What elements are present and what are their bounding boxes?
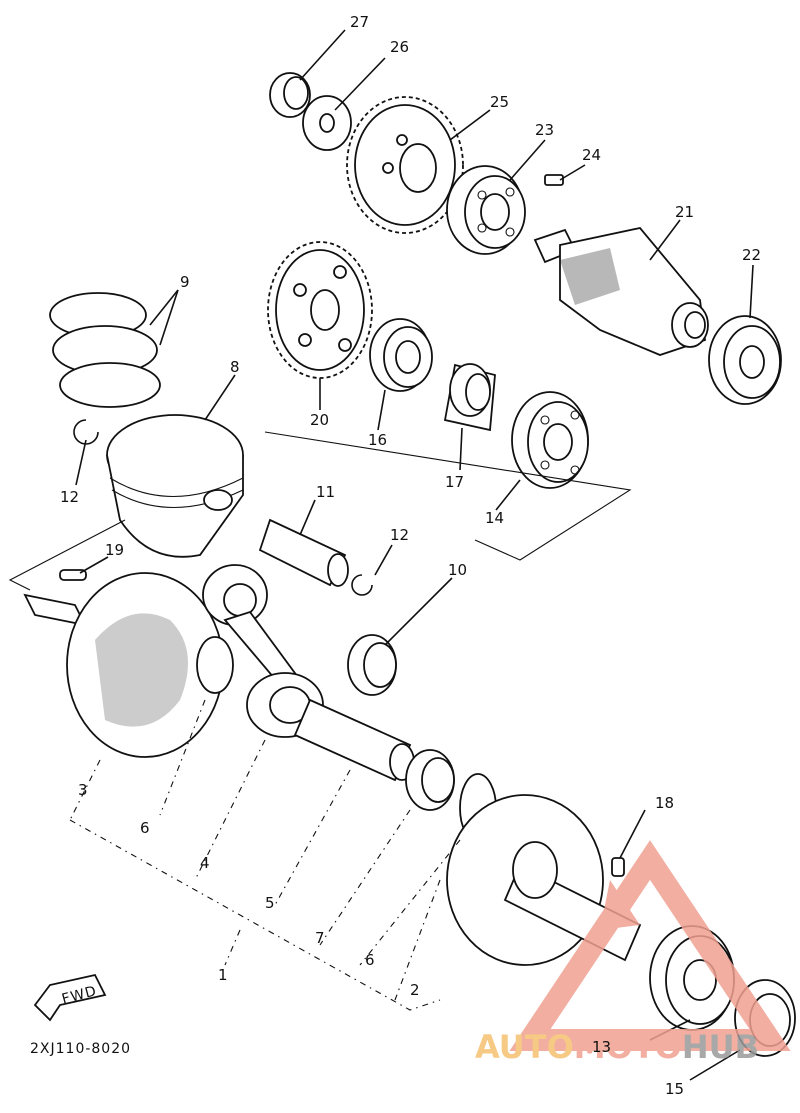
callout-2: 2: [410, 981, 420, 999]
part-21-balancer-shaft: [533, 227, 709, 356]
watermark-moto: MOTO: [574, 1028, 682, 1066]
callout-22: 22: [742, 246, 761, 264]
callout-18: 18: [655, 794, 674, 812]
callout-19: 19: [105, 541, 124, 559]
callout-15: 15: [665, 1080, 684, 1098]
callout-20: 20: [310, 411, 329, 429]
part-3-crank-left: [23, 572, 224, 758]
callout-3: 3: [78, 781, 88, 799]
part-19-key: [59, 569, 87, 581]
part-16-bearing: [369, 318, 433, 392]
part-20-gear: [267, 241, 373, 379]
part-7-needle-bearing: [405, 749, 455, 811]
part-14-bearing: [511, 391, 589, 489]
callout-9: 9: [180, 273, 190, 291]
part-9-piston-rings: [49, 292, 161, 408]
callout-1: 1: [218, 966, 228, 984]
part-2-crank-right: [446, 794, 642, 966]
part-18-key: [611, 857, 625, 877]
part-8-piston: [106, 414, 244, 558]
group-brackets: [8, 431, 632, 1011]
svg-text:AUTOMOTOHUB: AUTOMOTOHUB: [475, 1028, 759, 1066]
diagram-code: 2XJ110-8020: [30, 1041, 131, 1057]
callout-8: 8: [230, 358, 240, 376]
callout-6-right: 6: [365, 951, 375, 969]
part-12-clip-upper: [73, 419, 99, 445]
callout-12-lower: 12: [390, 526, 409, 544]
watermark-hub: HUB: [682, 1028, 759, 1066]
callout-11: 11: [316, 483, 335, 501]
fwd-arrow: FWD: [33, 973, 107, 1022]
callout-14: 14: [485, 509, 504, 527]
callout-labels: 27 26 25 23 24 21 22 9 8 20 16 17 14 12 …: [60, 13, 761, 1098]
leader-lines: [75, 29, 754, 1081]
part-6-washer-left: [196, 636, 234, 694]
callout-6-left: 6: [140, 819, 150, 837]
part-26-washer: [302, 95, 352, 151]
callout-24: 24: [582, 146, 601, 164]
callout-7: 7: [315, 929, 325, 947]
part-4-connecting-rod: [202, 564, 324, 738]
callout-27: 27: [350, 13, 369, 31]
part-24-key: [544, 174, 564, 186]
watermark-auto: AUTO: [475, 1028, 574, 1066]
part-12-clip-lower: [351, 574, 373, 596]
part-25-gear: [346, 96, 464, 234]
callout-21: 21: [675, 203, 694, 221]
callout-16: 16: [368, 431, 387, 449]
part-23-bearing: [446, 165, 526, 255]
callout-23: 23: [535, 121, 554, 139]
callout-13: 13: [592, 1038, 611, 1056]
part-22-bearing: [708, 315, 782, 405]
callout-12-upper: 12: [60, 488, 79, 506]
callout-5: 5: [265, 894, 275, 912]
callout-4: 4: [200, 854, 210, 872]
part-27-collar: [269, 72, 311, 118]
callout-17: 17: [445, 473, 464, 491]
callout-25: 25: [490, 93, 509, 111]
callout-26: 26: [390, 38, 409, 56]
part-17-collar: [443, 363, 496, 432]
callout-10: 10: [448, 561, 467, 579]
automotohub-watermark: AUTOMOTOHUB: [475, 840, 791, 1066]
part-11-piston-pin: [258, 518, 349, 587]
part-5-crank-pin: [293, 698, 415, 782]
part-10-needle-bearing: [347, 634, 397, 696]
